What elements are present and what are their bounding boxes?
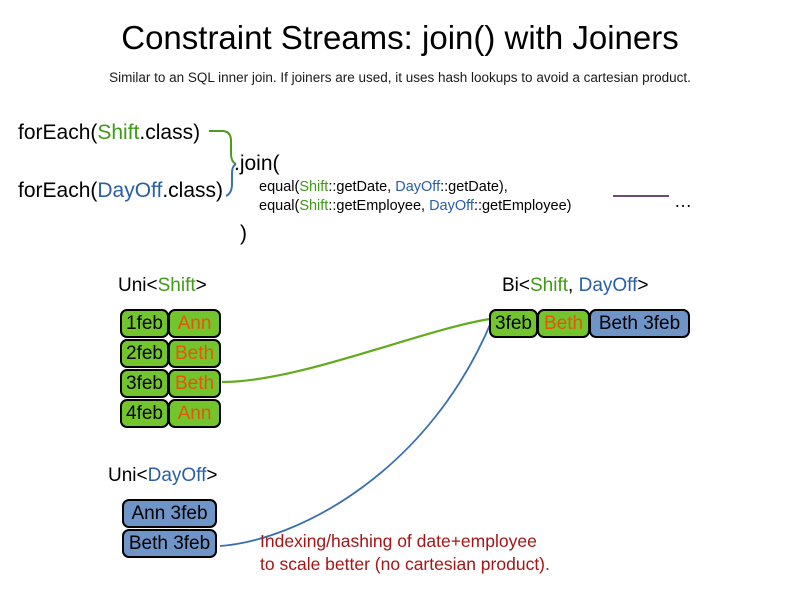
cell-dayoff-fact: Beth 3feb bbox=[122, 529, 217, 558]
label-uni-dayoff-prefix: Uni< bbox=[108, 465, 148, 486]
code-joiner-list: equal(Shift::getDate, DayOff::getDate), … bbox=[259, 178, 571, 216]
joiner-0-left-ref: ::getDate, bbox=[328, 179, 396, 195]
code-token-shift: Shift bbox=[97, 121, 140, 144]
label-uni-dayoff-suffix: > bbox=[206, 465, 218, 486]
code-join-close: ) bbox=[240, 222, 247, 245]
cell-employee: Beth bbox=[168, 339, 221, 368]
label-bi-prefix: Bi< bbox=[502, 275, 530, 296]
code-join-open: .join( bbox=[234, 152, 280, 175]
table-row: 1feb Ann bbox=[120, 309, 221, 338]
joiner-1-right-type: DayOff bbox=[429, 198, 474, 214]
table-row: 3feb Beth bbox=[120, 369, 221, 398]
cell-employee: Ann bbox=[168, 399, 221, 428]
cell-employee: Beth bbox=[168, 369, 221, 398]
page-subtitle: Similar to an SQL inner join. If joiners… bbox=[109, 70, 691, 85]
code-foreach-shift-prefix: forEach( bbox=[18, 121, 98, 144]
label-bi-join: Bi<Shift, DayOff> bbox=[502, 274, 648, 298]
table-row: 4feb Ann bbox=[120, 399, 221, 428]
uni-shift-stream: 1feb Ann 2feb Beth 3feb Beth 4feb Ann bbox=[120, 309, 221, 429]
label-uni-shift-prefix: Uni< bbox=[118, 275, 158, 296]
table-row: 3feb Beth Beth 3feb bbox=[489, 309, 690, 338]
bi-join-stream: 3feb Beth Beth 3feb bbox=[489, 309, 690, 338]
code-foreach-shift: forEach(Shift.class) bbox=[18, 120, 200, 146]
code-joiner-line: equal(Shift::getDate, DayOff::getDate), bbox=[259, 178, 571, 197]
label-uni-dayoff-type: DayOff bbox=[147, 465, 207, 486]
table-row: Ann 3feb bbox=[122, 499, 217, 528]
joiner-0-left-type: Shift bbox=[299, 179, 329, 195]
cell-dayoff-fact: Beth 3feb bbox=[589, 309, 690, 338]
label-uni-shift-type: Shift bbox=[157, 275, 196, 296]
table-row: 2feb Beth bbox=[120, 339, 221, 368]
connector-dayoff-row-to-bi bbox=[219, 319, 493, 547]
label-bi-suffix: > bbox=[637, 275, 649, 296]
joiner-1-left-ref: ::getEmployee, bbox=[328, 198, 430, 214]
cell-employee: Beth bbox=[537, 309, 590, 338]
cell-date: 3feb bbox=[489, 309, 538, 338]
cell-date: 2feb bbox=[120, 339, 169, 368]
joiner-0-fn: equal( bbox=[259, 179, 300, 195]
page-title: Constraint Streams: join() with Joiners bbox=[121, 19, 679, 56]
label-bi-type-a: Shift bbox=[530, 275, 569, 296]
code-token-dayoff: DayOff bbox=[97, 179, 163, 202]
code-foreach-dayoff-suffix: .class) bbox=[162, 179, 224, 202]
cell-date: 1feb bbox=[120, 309, 169, 338]
label-uni-shift-suffix: > bbox=[195, 275, 207, 296]
cell-employee: Ann bbox=[168, 309, 221, 338]
code-foreach-dayoff: forEach(DayOff.class) bbox=[18, 178, 223, 204]
cell-date: 3feb bbox=[120, 369, 169, 398]
label-bi-separator: , bbox=[568, 275, 579, 296]
label-bi-type-b: DayOff bbox=[578, 275, 638, 296]
joiner-1-fn: equal( bbox=[259, 198, 300, 214]
ellipsis-label: … bbox=[674, 191, 693, 211]
code-foreach-shift-suffix: .class) bbox=[139, 121, 201, 144]
table-row: Beth 3feb bbox=[122, 529, 217, 558]
joiner-1-left-type: Shift bbox=[299, 198, 329, 214]
connector-shift-to-join bbox=[209, 130, 237, 165]
cell-dayoff-fact: Ann 3feb bbox=[122, 499, 217, 528]
joiner-0-right-ref: ::getDate), bbox=[440, 179, 508, 195]
joiner-1-right-ref: ::getEmployee) bbox=[473, 198, 572, 214]
connector-shift-row-to-bi bbox=[221, 317, 491, 384]
code-joiner-line: equal(Shift::getEmployee, DayOff::getEmp… bbox=[259, 197, 571, 216]
joiner-0-right-type: DayOff bbox=[395, 179, 441, 195]
label-uni-shift: Uni<Shift> bbox=[118, 274, 207, 298]
uni-dayoff-stream: Ann 3feb Beth 3feb bbox=[122, 499, 217, 559]
code-foreach-dayoff-prefix: forEach( bbox=[18, 179, 98, 202]
cell-date: 4feb bbox=[120, 399, 169, 428]
note-caption: Indexing/hashing of date+employee to sca… bbox=[260, 531, 550, 574]
label-uni-dayoff: Uni<DayOff> bbox=[108, 464, 218, 488]
